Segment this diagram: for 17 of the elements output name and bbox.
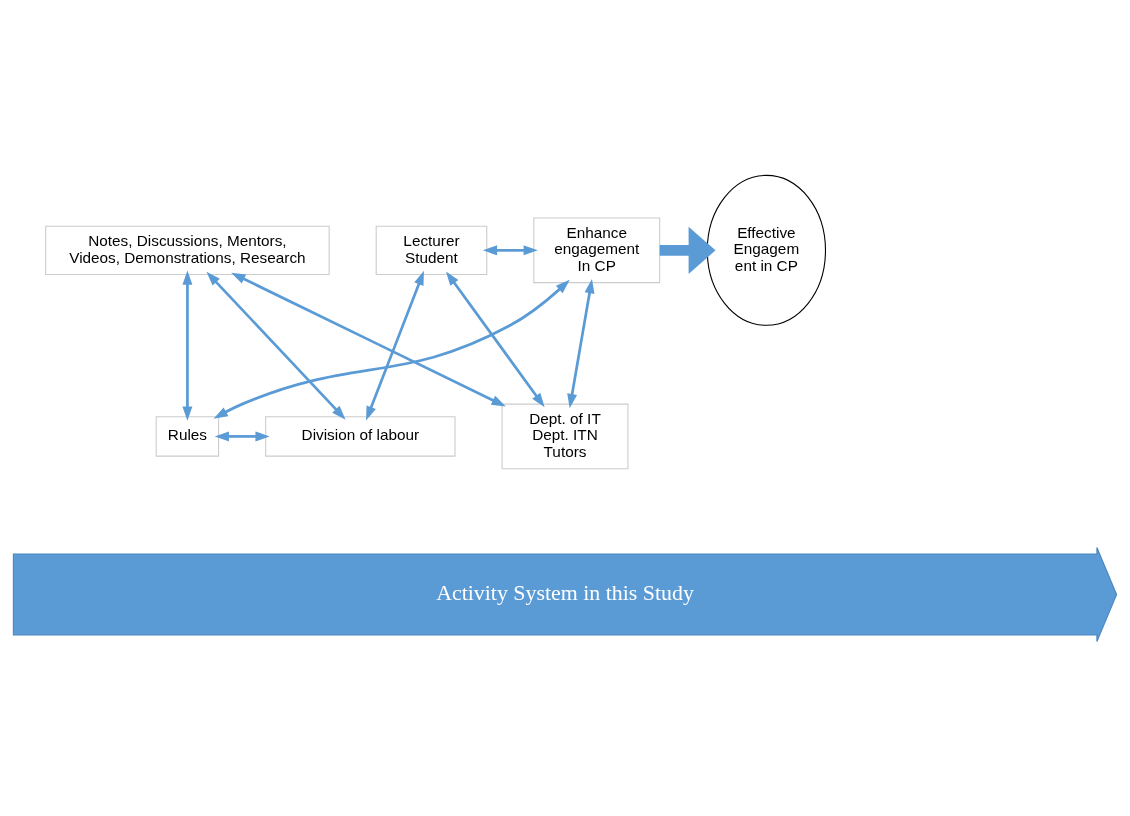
- arrow: [445, 270, 545, 407]
- node-box: Lecturer Student: [375, 225, 488, 275]
- node-box: Notes, Discussions, Mentors, Videos, Demonstrations, Research: [45, 225, 330, 275]
- node-box: Division of labour: [265, 415, 456, 457]
- arrow: [366, 270, 424, 420]
- arrow: [213, 279, 570, 419]
- arrow: [567, 278, 595, 408]
- arrow: [206, 271, 346, 420]
- arrow: [482, 244, 538, 255]
- arrow: [214, 430, 270, 441]
- node-box: Rules: [155, 415, 220, 457]
- node-box: Dept. of IT Dept. ITN Tutors: [501, 403, 629, 469]
- arrow: [182, 270, 193, 421]
- arrow: [659, 226, 716, 274]
- arrow: [231, 272, 506, 406]
- node-ellipse: Effective Engagem ent in CP: [706, 174, 827, 326]
- node-box: Enhance engagement In CP: [533, 217, 661, 283]
